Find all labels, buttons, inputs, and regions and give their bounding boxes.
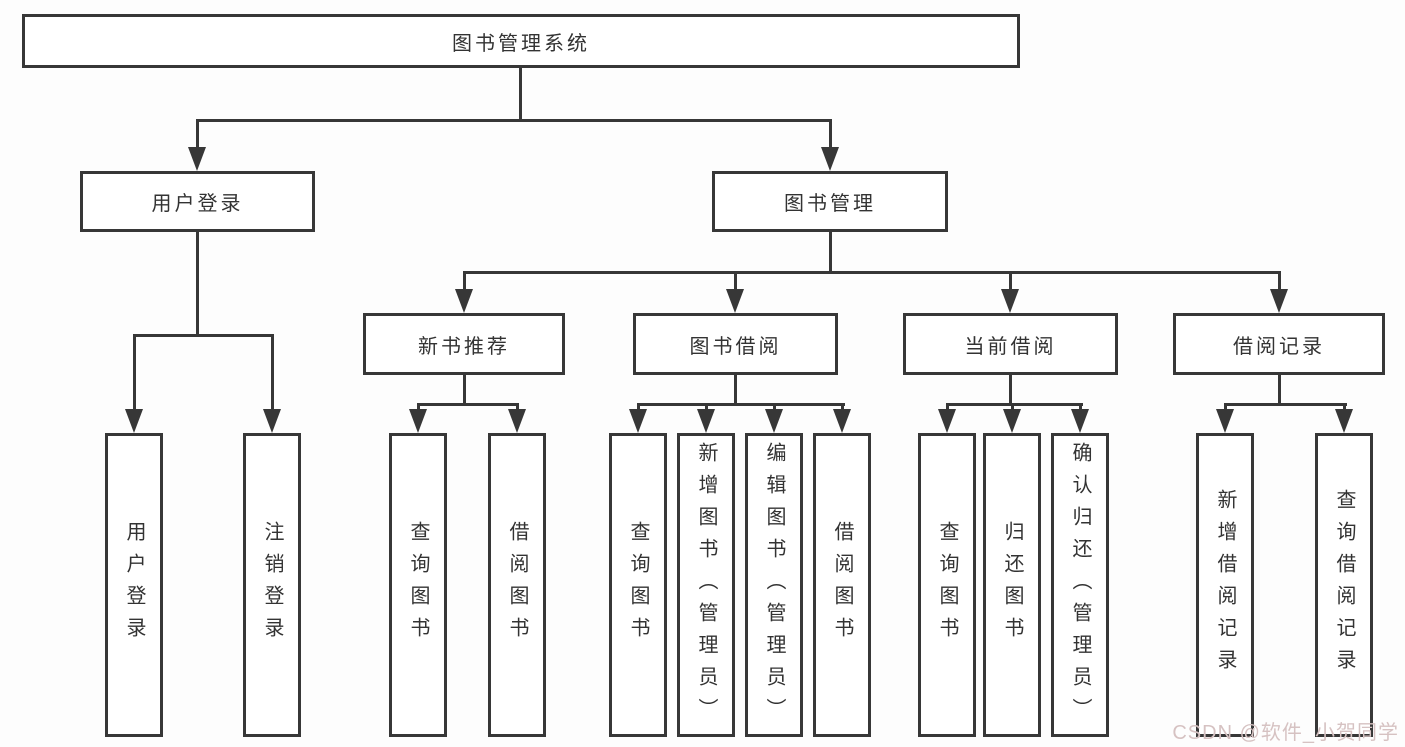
csdn-watermark: CSDN @软件_小贺同学 (1172, 722, 1399, 744)
connector-line (133, 334, 274, 337)
connector-line (734, 375, 737, 406)
connector-line (1009, 271, 1012, 293)
leaf-user-login: 用户登录 (105, 433, 163, 737)
leaf-borrow-add-admin: 新增图书（管理员） (677, 433, 735, 737)
connector-line (196, 232, 199, 337)
arrowhead-down-icon (508, 409, 526, 433)
connector-line (271, 334, 274, 411)
connector-line (946, 403, 1083, 406)
leaf-current-return: 归还图书 (983, 433, 1041, 737)
leaf-current-query: 查询图书 (918, 433, 976, 737)
connector-line (829, 119, 832, 151)
connector-line (516, 403, 519, 413)
node-book-mgmt: 图书管理 (712, 171, 948, 232)
arrowhead-down-icon (1216, 409, 1234, 433)
connector-line (637, 403, 845, 406)
arrowhead-down-icon (938, 409, 956, 433)
arrowhead-down-icon (697, 409, 715, 433)
connector-line (1079, 403, 1082, 413)
leaf-records-query: 查询借阅记录 (1315, 433, 1373, 737)
connector-line (946, 403, 949, 413)
connector-line (829, 232, 832, 273)
arrowhead-down-icon (1003, 409, 1021, 433)
node-new-books: 新书推荐 (363, 313, 565, 375)
connector-line (1278, 375, 1281, 406)
connector-line (1224, 403, 1227, 413)
connector-line (1343, 403, 1346, 413)
leaf-current-confirm-admin: 确认归还（管理员） (1051, 433, 1109, 737)
node-book-borrow: 图书借阅 (633, 313, 838, 375)
arrowhead-down-icon (409, 409, 427, 433)
arrowhead-down-icon (263, 409, 281, 433)
connector-line (417, 403, 519, 406)
connector-line (463, 271, 466, 293)
arrowhead-down-icon (455, 289, 473, 313)
connector-line (417, 403, 420, 413)
connector-line (519, 68, 522, 122)
connector-line (1009, 375, 1012, 406)
connector-line (734, 271, 737, 293)
arrowhead-down-icon (629, 409, 647, 433)
leaf-records-add: 新增借阅记录 (1196, 433, 1254, 737)
leaf-logout: 注销登录 (243, 433, 301, 737)
connector-line (196, 119, 832, 122)
connector-line (463, 271, 1281, 274)
connector-line (841, 403, 844, 413)
connector-line (196, 119, 199, 151)
connector-line (773, 403, 776, 413)
leaf-newbooks-borrow: 借阅图书 (488, 433, 546, 737)
leaf-borrow-borrow: 借阅图书 (813, 433, 871, 737)
leaf-newbooks-query: 查询图书 (389, 433, 447, 737)
arrowhead-down-icon (1335, 409, 1353, 433)
connector-line (637, 403, 640, 413)
arrowhead-down-icon (1071, 409, 1089, 433)
arrowhead-down-icon (765, 409, 783, 433)
connector-line (463, 375, 466, 406)
connector-line (1278, 271, 1281, 293)
arrowhead-down-icon (188, 147, 206, 171)
connector-line (705, 403, 708, 413)
node-current-borrow: 当前借阅 (903, 313, 1118, 375)
arrowhead-down-icon (125, 409, 143, 433)
arrowhead-down-icon (833, 409, 851, 433)
leaf-borrow-query: 查询图书 (609, 433, 667, 737)
arrowhead-down-icon (821, 147, 839, 171)
node-borrow-records: 借阅记录 (1173, 313, 1385, 375)
connector-line (1224, 403, 1347, 406)
node-user-login: 用户登录 (80, 171, 315, 232)
connector-line (133, 334, 136, 411)
arrowhead-down-icon (1001, 289, 1019, 313)
arrowhead-down-icon (726, 289, 744, 313)
node-root: 图书管理系统 (22, 14, 1020, 68)
arrowhead-down-icon (1270, 289, 1288, 313)
leaf-borrow-edit-admin: 编辑图书（管理员） (745, 433, 803, 737)
connector-line (1011, 403, 1014, 413)
